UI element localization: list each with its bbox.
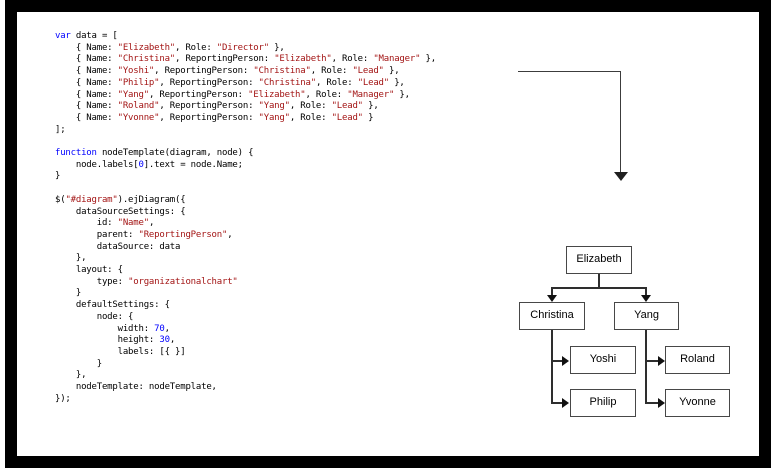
code-line	[55, 183, 436, 195]
connector-stub-christina	[551, 288, 553, 296]
code-line: },	[55, 370, 87, 381]
org-node-philip: Philip	[570, 389, 636, 417]
org-node-christina: Christina	[519, 302, 585, 330]
code-line: dataSourceSettings: {	[55, 206, 186, 217]
org-node-elizabeth: Elizabeth	[566, 246, 632, 274]
arrowhead-right-icon	[562, 398, 569, 408]
code-line: { Name: "Elizabeth", Role: "Director" },	[55, 42, 285, 53]
connector-branch-yoshi	[551, 360, 562, 362]
arrowhead-right-icon	[562, 356, 569, 366]
connector-branch-yvonne	[645, 402, 658, 404]
code-line: node.labels[0].text = node.Name;	[55, 159, 243, 170]
org-node-yoshi: Yoshi	[570, 346, 636, 374]
code-line: function nodeTemplate(diagram, node) {	[55, 148, 254, 159]
code-line: dataSource: data	[55, 241, 181, 252]
code-line: id: "Name",	[55, 218, 155, 229]
connector-branch-roland	[645, 360, 658, 362]
arrowhead-down-icon	[614, 172, 628, 181]
code-line: { Name: "Yang", ReportingPerson: "Elizab…	[55, 89, 410, 100]
code-line: var data = [	[55, 31, 118, 41]
code-line: { Name: "Roland", ReportingPerson: "Yang…	[55, 101, 379, 112]
code-line: },	[55, 253, 87, 264]
arrowhead-right-icon	[658, 356, 665, 366]
code-line: parent: "ReportingPerson",	[55, 229, 233, 240]
arrow-horizontal-segment	[518, 71, 621, 72]
code-line: });	[55, 393, 71, 404]
connector-elizabeth-split	[551, 287, 647, 289]
code-line: width: 70,	[55, 323, 170, 334]
window-frame	[5, 0, 771, 468]
code-line: { Name: "Christina", ReportingPerson: "E…	[55, 54, 436, 65]
org-node-roland: Roland	[665, 346, 730, 374]
code-line: ];	[55, 124, 66, 135]
connector-elizabeth-stem	[598, 272, 600, 288]
org-node-yang: Yang	[614, 302, 679, 330]
arrowhead-down-icon	[547, 295, 557, 302]
code-line: }	[55, 171, 61, 182]
code-line: { Name: "Philip", ReportingPerson: "Chri…	[55, 77, 405, 88]
connector-christina-stem	[551, 330, 553, 403]
code-line: layout: {	[55, 265, 123, 276]
code-line: nodeTemplate: nodeTemplate,	[55, 382, 217, 393]
code-line: labels: [{ }]	[55, 346, 186, 357]
org-node-yvonne: Yvonne	[665, 389, 730, 417]
connector-stub-yang	[645, 288, 647, 296]
code-line: $("#diagram").ejDiagram({	[55, 194, 186, 205]
code-line: height: 30,	[55, 335, 176, 346]
code-line: node: {	[55, 311, 134, 322]
code-line	[55, 136, 436, 148]
arrowhead-right-icon	[658, 398, 665, 408]
code-line: }	[55, 288, 82, 299]
code-block: var data = [ { Name: "Elizabeth", Role: …	[55, 31, 436, 406]
code-line: { Name: "Yoshi", ReportingPerson: "Chris…	[55, 66, 400, 77]
code-line: }	[55, 358, 102, 369]
code-line: type: "organizationalchart"	[55, 276, 238, 287]
arrowhead-down-icon	[641, 295, 651, 302]
connector-branch-philip	[551, 402, 562, 404]
code-line: defaultSettings: {	[55, 300, 170, 311]
arrow-vertical-segment	[620, 71, 621, 172]
connector-yang-stem	[645, 330, 647, 403]
code-line: { Name: "Yvonne", ReportingPerson: "Yang…	[55, 112, 374, 123]
